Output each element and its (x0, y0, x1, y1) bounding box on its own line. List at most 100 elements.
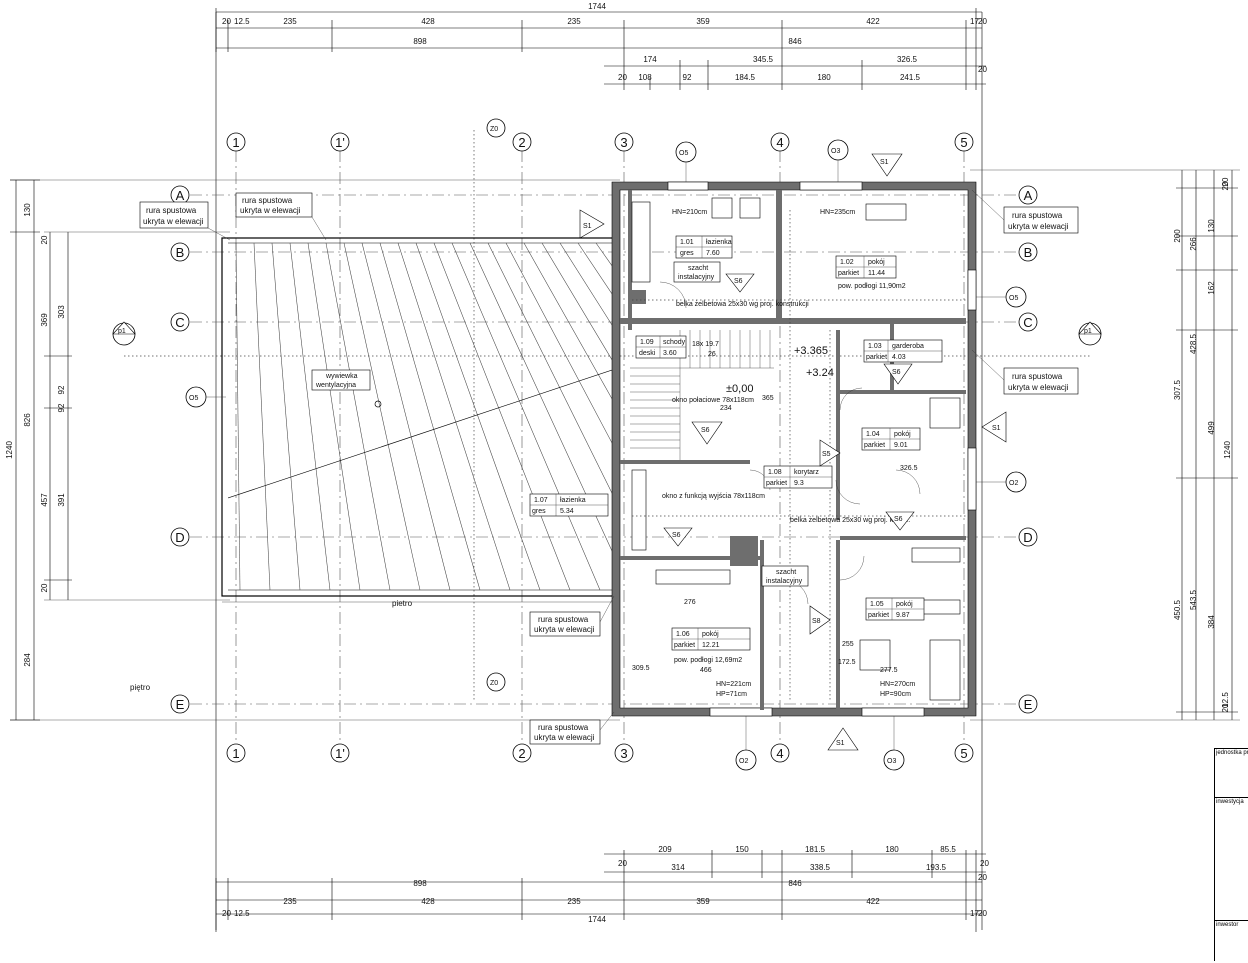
svg-text:4: 4 (776, 135, 783, 150)
svg-text:Z0: Z0 (490, 126, 498, 133)
pipe-note-1: rura spustowa ukryta w elewacji (139, 201, 209, 229)
svg-text:20: 20 (1221, 703, 1230, 712)
svg-text:234: 234 (720, 405, 732, 412)
svg-text:1.05: 1.05 (870, 601, 884, 608)
room-1-06: 1.06 pokój parkiet 12.21 pow. podłogi 12… (671, 627, 751, 664)
svg-text:235: 235 (567, 897, 581, 906)
svg-text:ukryta w elewacji: ukryta w elewacji (534, 625, 595, 634)
svg-text:92: 92 (57, 385, 66, 394)
svg-text:1.09: 1.09 (640, 339, 654, 346)
svg-text:1': 1' (335, 746, 345, 761)
room-1-08: 1.08 korytarz parkiet 9.3 (763, 465, 833, 489)
svg-text:garderoba: garderoba (892, 343, 924, 350)
svg-text:457: 457 (40, 493, 49, 507)
svg-text:D: D (1023, 530, 1032, 545)
svg-text:pokój: pokój (896, 601, 913, 608)
svg-text:20: 20 (1221, 177, 1230, 186)
marker-z0-top: Z0 (486, 118, 506, 138)
axis-2-top: 2 (512, 132, 532, 152)
svg-text:466: 466 (700, 667, 712, 674)
svg-text:303: 303 (57, 305, 66, 319)
svg-text:235: 235 (567, 17, 581, 26)
svg-text:172.5: 172.5 (838, 659, 856, 666)
svg-text:1': 1' (335, 135, 345, 150)
svg-text:180: 180 (885, 845, 899, 854)
axis-D-left: D (170, 527, 190, 547)
svg-text:20: 20 (618, 73, 627, 82)
svg-text:543.5: 543.5 (1189, 589, 1198, 610)
svg-text:HP=71cm: HP=71cm (716, 691, 747, 698)
svg-text:S6: S6 (734, 278, 743, 285)
pipe-note-3: rura spustowa ukryta w elewacji (1003, 206, 1079, 234)
svg-text:pokój: pokój (868, 259, 885, 266)
svg-text:338.5: 338.5 (810, 863, 831, 872)
svg-text:okno z funkcją wyjścia 78x118c: okno z funkcją wyjścia 78x118cm (662, 493, 765, 500)
svg-text:1.02: 1.02 (840, 259, 854, 266)
svg-text:20: 20 (978, 65, 987, 74)
svg-text:O3: O3 (831, 148, 840, 155)
svg-text:wywiewka: wywiewka (325, 373, 358, 380)
svg-text:20: 20 (978, 909, 987, 918)
svg-text:O5: O5 (679, 150, 688, 157)
marker-o2-right: O2 (1005, 471, 1027, 493)
svg-text:Z0: Z0 (490, 680, 498, 687)
svg-text:184.5: 184.5 (735, 73, 756, 82)
svg-text:92: 92 (683, 73, 692, 82)
svg-text:pokój: pokój (894, 431, 911, 438)
section-s1-left: S1 (579, 209, 605, 239)
svg-text:O5: O5 (189, 395, 198, 402)
svg-text:1240: 1240 (1223, 441, 1232, 459)
svg-text:instalacyjny: instalacyjny (766, 578, 803, 585)
svg-text:369: 369 (40, 313, 49, 327)
building-walls (611, 181, 977, 717)
svg-text:428: 428 (421, 17, 435, 26)
svg-text:A: A (176, 188, 185, 203)
level-324: +3.24 (806, 367, 834, 379)
svg-text:826: 826 (23, 413, 32, 427)
axis-4-bottom: 4 (770, 743, 790, 763)
svg-text:belka żelbetowa 25x30 wg proj.: belka żelbetowa 25x30 wg proj. konstrukc… (676, 301, 809, 308)
room-1-05: 1.05 pokój parkiet 9.87 (865, 597, 925, 621)
svg-text:20: 20 (1221, 181, 1230, 190)
svg-text:S1: S1 (836, 740, 845, 747)
marker-p1-right: p1 (1078, 321, 1102, 346)
svg-text:307.5: 307.5 (1173, 379, 1182, 400)
svg-text:428.5: 428.5 (1189, 333, 1198, 354)
svg-text:20: 20 (980, 859, 989, 868)
shaft-label-lower: szacht instalacyjny (761, 565, 809, 587)
svg-text:C: C (175, 315, 184, 330)
svg-text:150: 150 (735, 845, 749, 854)
room-1-09: 1.09 schody deski 3.60 (635, 335, 687, 359)
svg-text:HN=221cm: HN=221cm (716, 681, 751, 688)
svg-text:S6: S6 (892, 369, 901, 376)
svg-text:3: 3 (620, 135, 627, 150)
section-markers: S1 S1 S1 S1 S6 S6 S6 S6 (112, 118, 1102, 771)
svg-text:łazienka: łazienka (560, 497, 586, 504)
svg-text:422: 422 (866, 897, 880, 906)
section-s1-top: S1 (871, 153, 903, 177)
svg-text:1.04: 1.04 (866, 431, 880, 438)
svg-text:193.5: 193.5 (926, 863, 947, 872)
svg-text:450.5: 450.5 (1173, 599, 1182, 620)
axis-1-top: 1 (226, 132, 246, 152)
axis-D-right: D (1018, 527, 1038, 547)
svg-text:S1: S1 (992, 425, 1001, 432)
svg-text:HN=235cm: HN=235cm (820, 209, 855, 216)
svg-text:326.5: 326.5 (900, 465, 918, 472)
room-1-03: 1.03 garderoba parkiet 4.03 (863, 339, 943, 363)
svg-text:1744: 1744 (588, 915, 606, 924)
svg-text:9.01: 9.01 (894, 442, 908, 449)
axis-B-right: B (1018, 242, 1038, 262)
svg-text:parkiet: parkiet (674, 642, 695, 649)
svg-text:B: B (1024, 245, 1033, 260)
svg-text:ukryta w elewacji: ukryta w elewacji (1008, 383, 1069, 392)
svg-text:D: D (175, 530, 184, 545)
svg-text:S1: S1 (880, 159, 889, 166)
svg-text:parkiet: parkiet (868, 612, 889, 619)
svg-text:85.5: 85.5 (940, 845, 956, 854)
title-block-investment: inwestycja (1215, 798, 1248, 921)
svg-text:26: 26 (708, 351, 716, 358)
marker-o3-top: O3 (827, 139, 849, 161)
svg-text:130: 130 (23, 203, 32, 217)
